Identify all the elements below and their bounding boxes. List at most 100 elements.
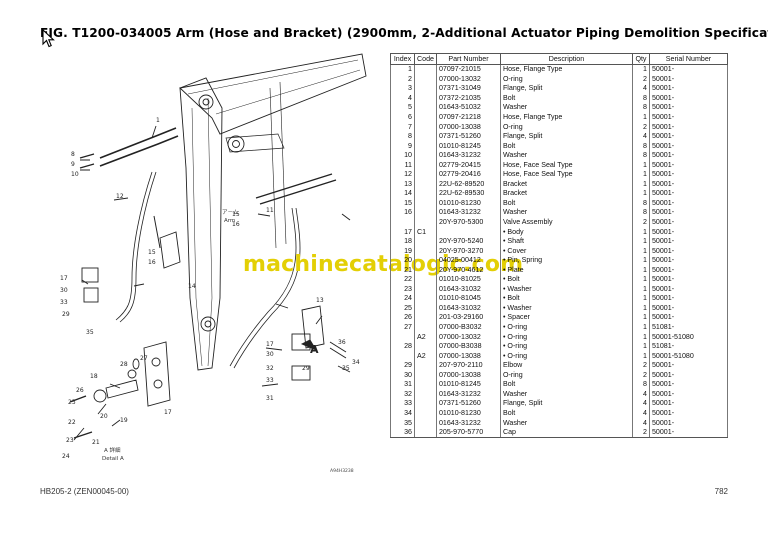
column-header-code: Code [414,53,437,65]
callout-20: 20 [100,413,108,420]
cell-description: Flange, Split [499,84,633,94]
callout-23: 23 [66,437,74,444]
cell-code [414,284,437,295]
footer-model: HB205-2 (ZEN00045-00) [40,487,129,496]
cell-part-number: 07000-13038 [435,370,501,381]
cell-index: 11 [390,160,415,171]
callout-24: 24 [62,453,70,460]
cell-description: Bracket [499,179,633,190]
cell-description: Bolt [499,93,633,104]
cell-serial-number: 50001- [648,170,728,180]
cell-qty: 1 [631,189,650,199]
cell-description: Washer [499,418,633,428]
cell-index: 16 [390,208,415,218]
cell-part-number: 01010-81045 [435,294,501,304]
cell-index: 14 [390,189,415,199]
cell-code [414,122,437,132]
column-header-description: Description [499,53,633,65]
cell-index: 15 [390,198,415,209]
cell-index: 32 [390,389,415,400]
cell-description: Bolt [499,408,633,419]
cell-qty: 1 [631,265,650,276]
cell-part-number: 07371-51260 [435,131,501,142]
cell-part-number: 201-03-29160 [435,313,501,323]
cell-part-number: 01010-81245 [435,380,501,390]
cell-part-number: 22U-62-89530 [435,189,501,199]
cell-qty: 1 [631,313,650,323]
cell-part-number: 04025-00412 [435,255,501,266]
cell-serial-number: 50001- [648,112,728,123]
cell-serial-number: 50001- [648,150,728,161]
cell-qty: 4 [631,131,650,142]
cell-description: Hose, Flange Type [499,112,633,123]
cell-description: Elbow [499,360,633,371]
cell-serial-number: 50001- [648,160,728,171]
callout-labels: 1 8 9 10 12 11 15 16 15 16 14 17 30 33 2… [60,117,360,460]
cell-qty: 2 [631,360,650,371]
cell-code: A2 [414,351,437,361]
cell-part-number: 20Y-970-3270 [435,246,501,256]
cell-code [414,236,437,247]
cell-part-number: 01010-81025 [435,275,501,285]
cell-qty: 2 [631,217,650,228]
cell-description: • Shaft [499,236,633,247]
cell-code [414,341,437,352]
cell-serial-number: 50001- [648,189,728,199]
cell-qty: 8 [631,103,650,113]
cell-serial-number: 50001- [648,179,728,190]
cell-serial-number: 50001- [648,208,728,218]
cell-description: Hose, Face Seal Type [499,160,633,171]
cell-serial-number: 50001- [648,103,728,113]
cell-serial-number: 50001- [648,294,728,304]
cell-part-number: 207-970-2110 [435,360,501,371]
cell-serial-number: 51081- [648,322,728,333]
cell-index: 33 [390,399,415,409]
cell-qty: 4 [631,418,650,428]
callout-30: 30 [60,287,68,294]
arm-outline [179,77,223,371]
cell-qty: 8 [631,380,650,390]
cell-code [414,380,437,390]
cell-serial-number: 51081- [648,341,728,352]
cell-code [414,360,437,371]
cell-index: 25 [390,303,415,314]
callout-21: 21 [92,439,100,446]
cell-index: 18 [390,236,415,247]
callout-8: 8 [71,151,75,158]
cell-serial-number: 50001- [648,227,728,237]
cell-serial-number: 50001- [648,198,728,209]
cell-index: 22 [390,275,415,285]
callout-13: 13 [316,297,324,304]
cell-part-number: 07097-21015 [435,64,501,75]
cell-code [414,427,437,439]
callout-11: 11 [266,207,274,214]
cell-qty: 4 [631,84,650,94]
caption-view-jp: ア－ム [222,209,239,216]
cell-code [414,150,437,161]
cell-description: • Pin, Spring [499,255,633,266]
cell-part-number: 01643-31232 [435,418,501,428]
cell-index: 2 [390,74,415,85]
column-header-serial-number: Serial Number [648,53,728,65]
cell-part-number: 20Y-970-5300 [435,217,501,228]
cell-index: 10 [390,150,415,161]
caption-arm: Arm [224,218,235,224]
cell-description: • Cover [499,246,633,256]
cell-code [414,418,437,428]
cell-serial-number: 50001- [648,389,728,400]
cell-serial-number: 50001- [648,408,728,419]
